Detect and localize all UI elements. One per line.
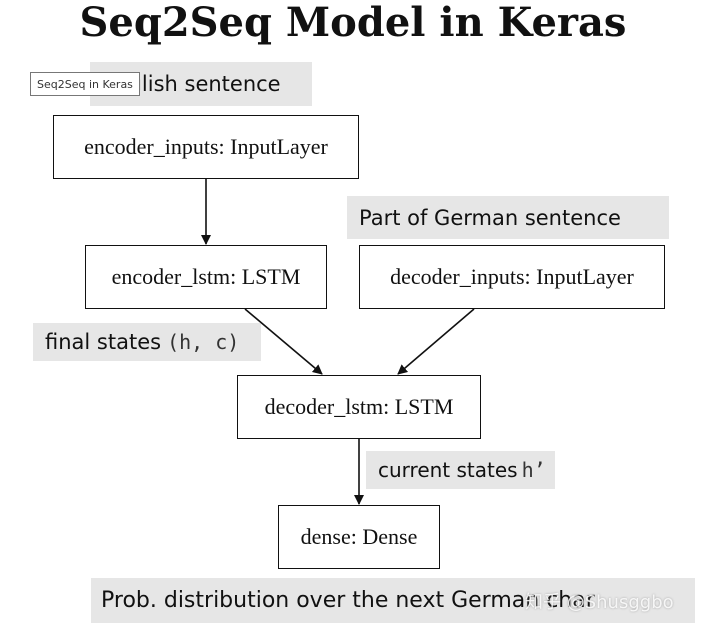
node-dense: dense: Dense	[278, 505, 440, 569]
node-decoder-inputs: decoder_inputs: InputLayer	[359, 245, 665, 309]
note-final-states-text: final states	[45, 330, 162, 354]
diagram-title: Seq2Seq Model in Keras	[79, 0, 627, 46]
note-final-states-code: (h, c)	[167, 330, 240, 354]
note-german-sentence: Part of German sentence	[347, 196, 669, 239]
node-encoder-inputs: encoder_inputs: InputLayer	[53, 115, 359, 179]
node-decoder-lstm: decoder_lstm: LSTM	[237, 375, 481, 439]
hover-tooltip: Seq2Seq in Keras	[30, 72, 140, 96]
edge-encoder-lstm-to-decoder-lstm	[244, 308, 323, 375]
note-final-states: final states (h, c)	[33, 323, 261, 361]
note-output-distribution: Prob. distribution over the next German …	[91, 578, 695, 623]
note-current-states-text: current states	[378, 458, 518, 482]
edge-decoder-inputs-to-decoder-lstm	[397, 308, 475, 375]
node-encoder-inputs-label: encoder_inputs: InputLayer	[84, 134, 328, 159]
node-encoder-lstm-label: encoder_lstm: LSTM	[111, 264, 301, 289]
node-dense-label: dense: Dense	[300, 524, 418, 549]
note-german-text: Part of German sentence	[359, 205, 621, 230]
node-decoder-lstm-label: decoder_lstm: LSTM	[264, 394, 454, 419]
watermark: 知乎 @Shusggbo	[525, 592, 674, 613]
node-encoder-lstm: encoder_lstm: LSTM	[85, 245, 327, 309]
node-decoder-inputs-label: decoder_inputs: InputLayer	[390, 264, 634, 289]
note-current-states: current states h’	[366, 451, 555, 489]
note-output-text: Prob. distribution over the next German …	[101, 588, 595, 613]
note-current-states-code: h’	[521, 458, 546, 482]
